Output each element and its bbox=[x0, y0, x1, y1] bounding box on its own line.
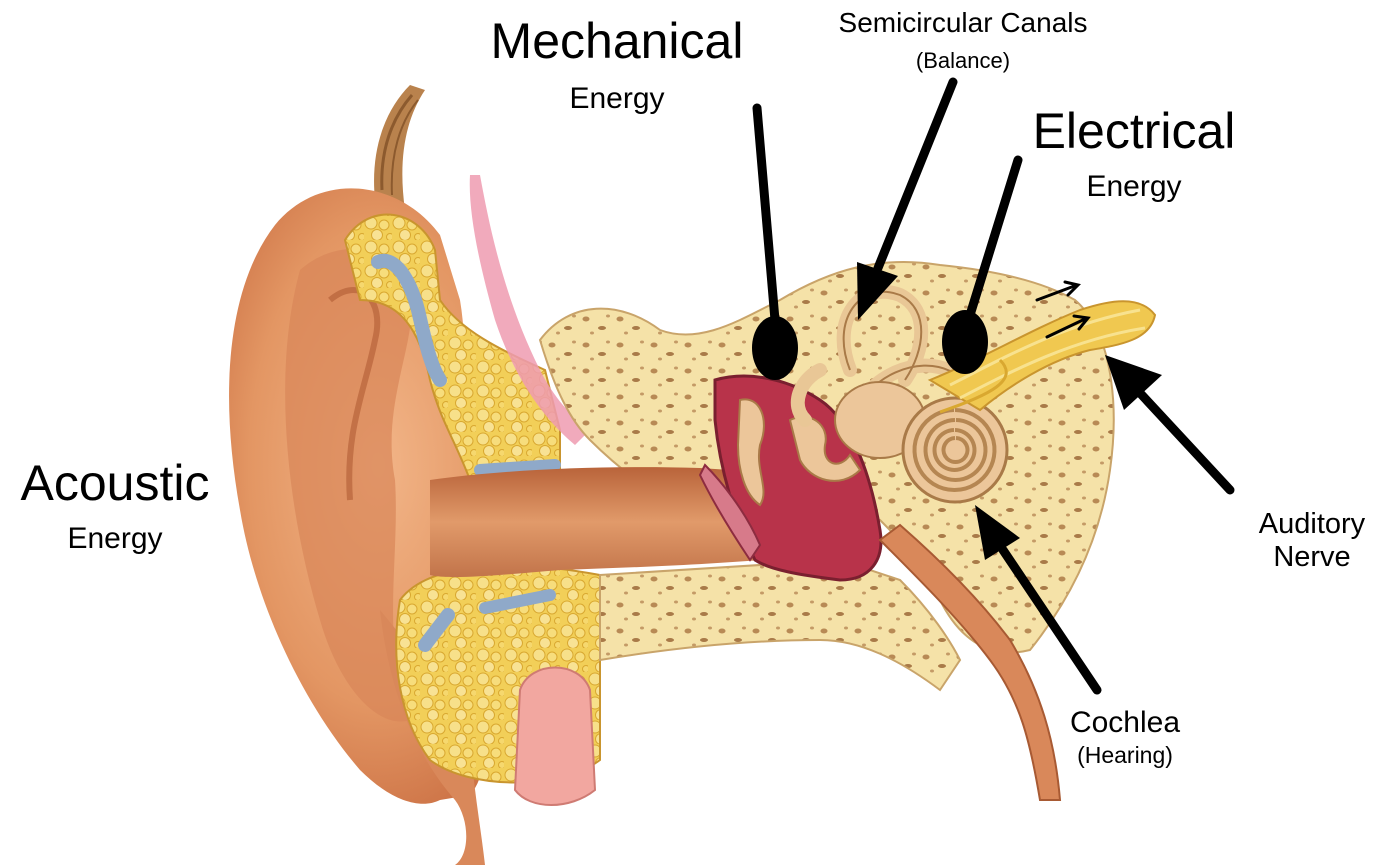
acoustic-title: Acoustic bbox=[21, 455, 210, 511]
electrical-marker bbox=[942, 310, 988, 374]
acoustic-sub: Energy bbox=[67, 522, 162, 555]
cochlea-shape bbox=[903, 398, 1007, 502]
mechanical-marker bbox=[752, 316, 798, 380]
auditory-line1: Auditory bbox=[1259, 508, 1366, 540]
cochlea-title: Cochlea bbox=[1070, 706, 1180, 739]
electrical-sub: Energy bbox=[1086, 170, 1181, 203]
electrical-title: Electrical bbox=[1033, 103, 1236, 159]
auditory-line2: Nerve bbox=[1273, 541, 1350, 573]
mechanical-sub: Energy bbox=[569, 82, 664, 115]
cochlea-sub: (Hearing) bbox=[1077, 742, 1173, 768]
semicircular-sub: (Balance) bbox=[916, 48, 1010, 73]
mechanical-title: Mechanical bbox=[491, 13, 744, 69]
semicircular-title: Semicircular Canals bbox=[839, 7, 1088, 38]
mechanical-pointer bbox=[757, 108, 775, 320]
hair bbox=[374, 85, 425, 210]
auditory-pointer bbox=[1140, 393, 1230, 490]
semicircular-pointer bbox=[878, 82, 953, 268]
